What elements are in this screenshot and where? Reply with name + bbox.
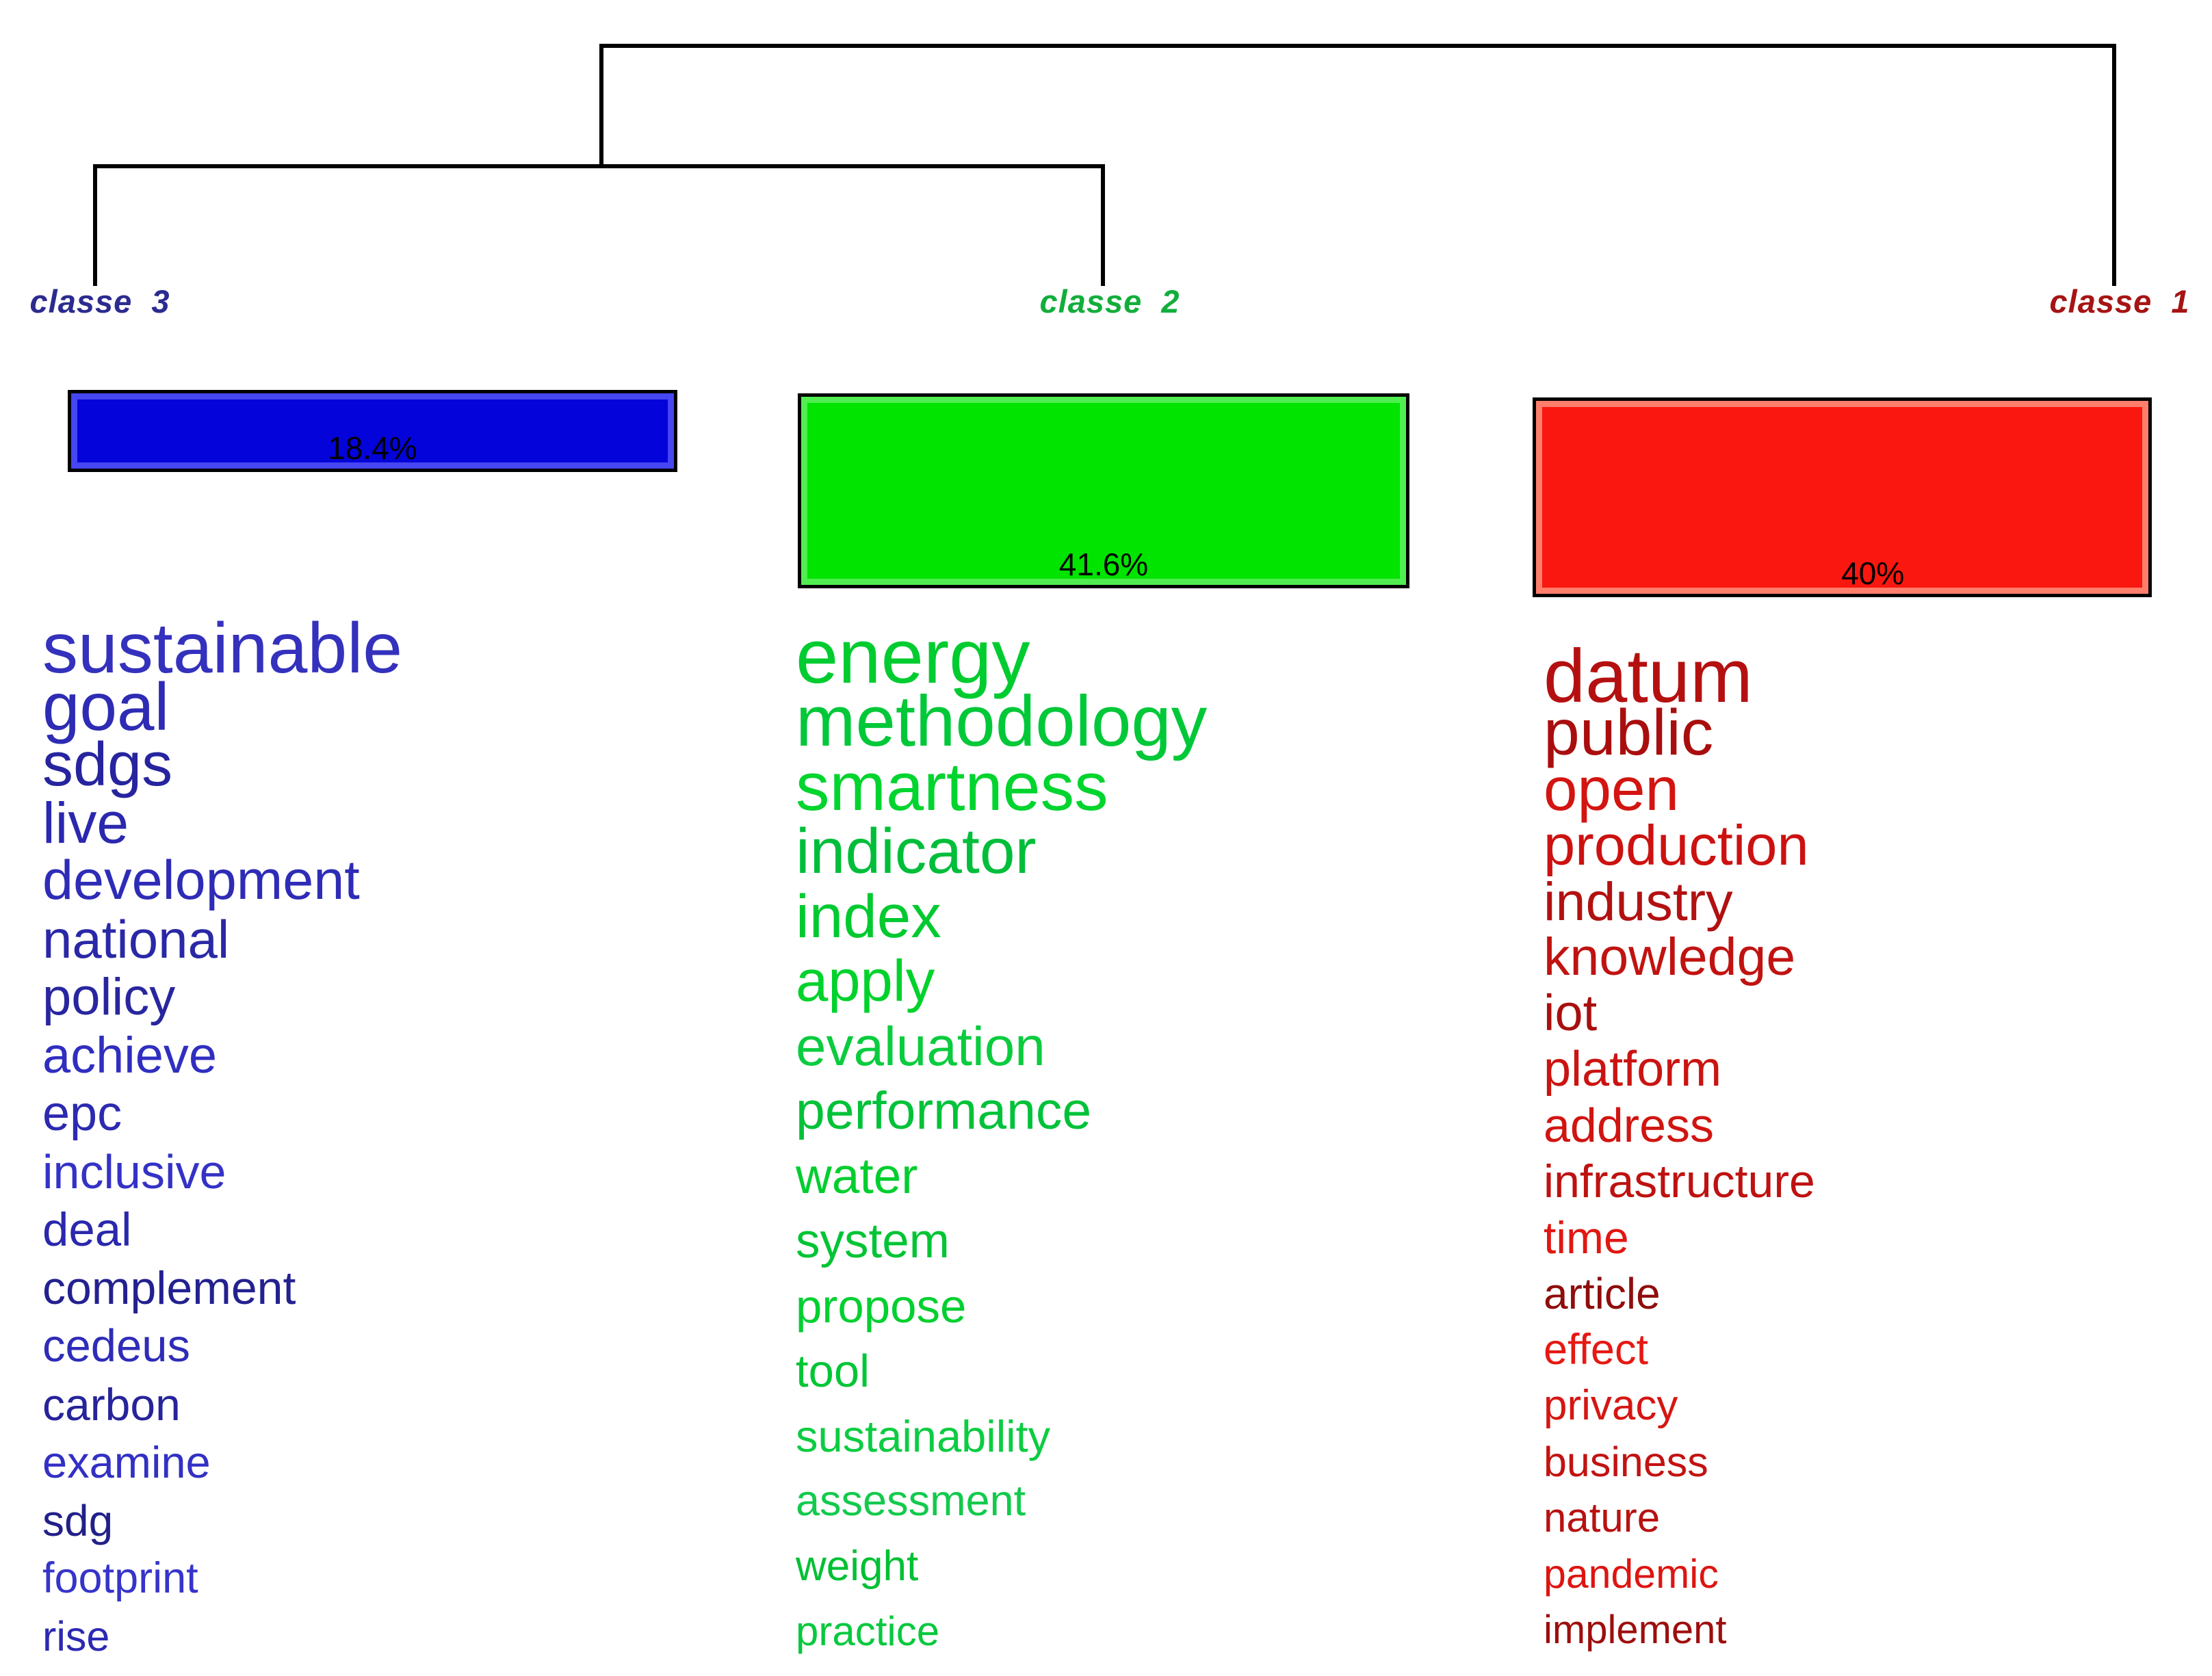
- word-item: examine: [42, 1437, 211, 1487]
- word-item: energy: [796, 613, 1030, 699]
- word-item: epc: [42, 1086, 122, 1141]
- class-label-classe2: classe 2: [1039, 283, 1180, 319]
- word-item: carbon: [42, 1378, 181, 1430]
- word-item: practice: [796, 1608, 940, 1654]
- percent-value-classe3: 18.4%: [328, 430, 417, 466]
- word-item: article: [1544, 1269, 1661, 1318]
- word-item: datum: [1544, 634, 1753, 718]
- word-item: effect: [1544, 1325, 1648, 1374]
- word-item: cedeus: [42, 1320, 191, 1372]
- word-item: development: [42, 850, 360, 911]
- word-item: implement: [1544, 1608, 1727, 1652]
- word-item: policy: [42, 967, 176, 1026]
- word-item: weight: [796, 1542, 919, 1590]
- word-item: smartness: [796, 748, 1108, 824]
- word-item: performance: [796, 1082, 1092, 1140]
- tree-branch-horizontal-line: [93, 164, 1105, 168]
- percent-bar-classe3: 18.4%: [68, 390, 677, 472]
- word-item: inclusive: [42, 1144, 226, 1199]
- word-item: index: [796, 882, 941, 950]
- word-item: propose: [796, 1280, 967, 1333]
- word-item: address: [1544, 1099, 1715, 1152]
- word-item: production: [1544, 813, 1809, 877]
- word-item: privacy: [1544, 1382, 1678, 1429]
- word-item: footprint: [42, 1554, 198, 1602]
- word-item: live: [42, 790, 129, 855]
- word-item: system: [796, 1214, 950, 1268]
- word-item: knowledge: [1544, 927, 1796, 986]
- class-label-classe3: classe 3: [29, 283, 170, 319]
- percent-bar-classe2: 41.6%: [798, 393, 1409, 588]
- class-label-classe1: classe 1: [2049, 283, 2190, 319]
- tree-root-left-vertical-line: [599, 44, 603, 168]
- word-item: assessment: [796, 1477, 1026, 1525]
- word-item: nature: [1544, 1495, 1661, 1541]
- word-item: industry: [1544, 870, 1733, 932]
- word-item: achieve: [42, 1026, 218, 1084]
- word-item: goal: [42, 668, 170, 744]
- word-item: iot: [1544, 984, 1598, 1041]
- tree-root-right-vertical-line: [2112, 44, 2116, 286]
- word-item: time: [1544, 1212, 1629, 1263]
- word-item: national: [42, 908, 230, 969]
- tree-root-horizontal-line: [599, 44, 2116, 48]
- word-item: platform: [1544, 1042, 1722, 1097]
- word-item: deal: [42, 1203, 132, 1256]
- word-item: sdg: [42, 1495, 114, 1545]
- percent-value-classe2: 41.6%: [1058, 547, 1149, 582]
- word-item: evaluation: [796, 1015, 1045, 1077]
- word-item: tool: [796, 1346, 870, 1397]
- word-item: apply: [796, 949, 935, 1014]
- word-item: open: [1544, 754, 1679, 823]
- word-item: sdgs: [42, 730, 173, 799]
- percent-value-classe1: 40%: [1841, 555, 1905, 591]
- word-item: sustainability: [796, 1411, 1051, 1461]
- word-item: business: [1544, 1438, 1708, 1485]
- tree-branch-classe3-drop-line: [93, 164, 97, 286]
- word-item: complement: [42, 1261, 296, 1314]
- word-item: water: [796, 1149, 918, 1204]
- word-item: infrastructure: [1544, 1155, 1815, 1207]
- percent-bar-classe1: 40%: [1533, 397, 2152, 597]
- word-item: rise: [42, 1613, 110, 1660]
- word-item: methodology: [796, 681, 1208, 761]
- word-item: public: [1544, 696, 1714, 769]
- tree-branch-classe2-drop-line: [1101, 164, 1105, 286]
- word-item: indicator: [796, 815, 1037, 887]
- word-item: pandemic: [1544, 1551, 1719, 1597]
- word-item: sustainable: [42, 608, 403, 688]
